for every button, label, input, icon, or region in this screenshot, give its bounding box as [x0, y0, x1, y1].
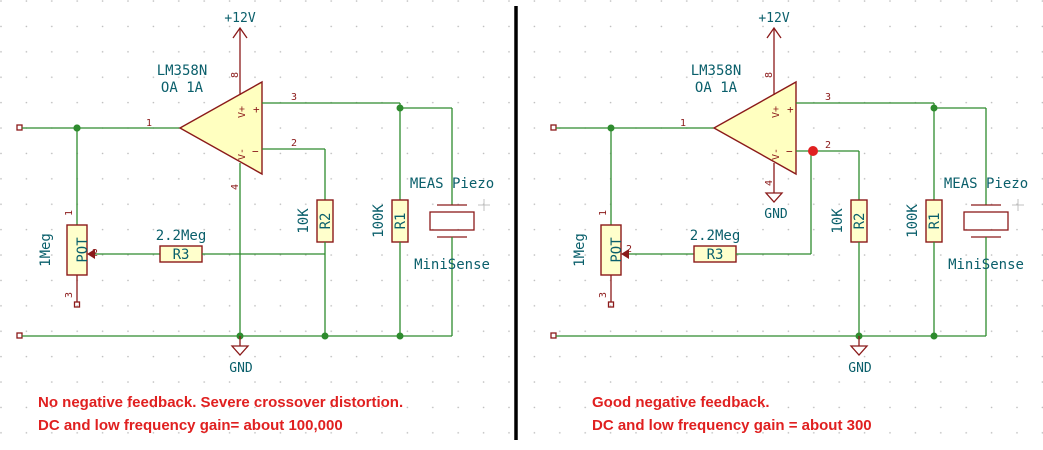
right-r2: R2 10K [830, 151, 868, 336]
right-opamp: LM358N OA 1A V+ V- + − 1 2 3 4 8 [680, 28, 934, 193]
left-r3-ref: R3 [173, 247, 190, 263]
left-opamp-unit: OA 1A [161, 80, 204, 96]
right-opamp-plus-sign: + [787, 103, 794, 116]
left-r1: R1 100K [371, 103, 409, 336]
right-piezo-crystal [963, 211, 1009, 231]
right-opamp-vplus: V+ [771, 106, 782, 118]
right-opamp-pin8: 8 [764, 72, 775, 78]
right-opamp-unit: OA 1A [695, 80, 738, 96]
right-opamp-body [712, 80, 797, 176]
right-pot-wiper-arrow [621, 249, 629, 259]
left-gnd-label: GND [229, 361, 253, 376]
left-piezo-ref: MEAS Piezo [410, 176, 494, 192]
left-r3: R3 2.2Meg [156, 228, 325, 263]
right-opamp-pin4: 4 [764, 180, 775, 186]
left-opamp-body [178, 80, 263, 176]
left-pot-pin3: 3 [64, 292, 75, 298]
left-power-label: +12V [224, 11, 255, 26]
left-opamp-pin1: 1 [146, 118, 152, 129]
right-opamp-pin2: 2 [825, 140, 831, 151]
right-opamp-vminus: V- [771, 148, 782, 160]
right-caption-line2: DC and low frequency gain = about 300 [592, 417, 872, 434]
left-opamp: LM358N OA 1A V+ V- + − 1 2 3 4 8 [146, 28, 400, 336]
left-opamp-pin4: 4 [230, 184, 241, 190]
left-r2-ref: R2 [318, 213, 334, 230]
right-r3-ref: R3 [707, 247, 724, 263]
left-power-symbol: +12V [224, 11, 256, 39]
right-piezo-ref: MEAS Piezo [944, 176, 1028, 192]
left-opamp-pin8: 8 [230, 72, 241, 78]
right-pot-pin3: 3 [598, 292, 609, 298]
left-caption-line2: DC and low frequency gain= about 100,000 [38, 417, 343, 434]
left-pot-pin2: 2 [92, 248, 98, 259]
left-piezo-crystal [429, 211, 475, 231]
right-circuit: POT 1Meg 1 2 3 R3 2.2Meg LM358N OA 1A V+… [550, 11, 1028, 434]
right-opamp-part: LM358N [691, 63, 742, 79]
right-opamp-pin3: 3 [825, 92, 831, 103]
right-pot-value: 1Meg [572, 233, 588, 267]
left-opamp-part: LM358N [157, 63, 208, 79]
right-r2-value: 10K [830, 208, 846, 234]
left-opamp-minus-sign: − [252, 145, 259, 158]
right-gnd-label: GND [848, 361, 872, 376]
left-caption-line1: No negative feedback. Severe crossover d… [38, 394, 403, 411]
left-pot: POT 1Meg 1 2 3 [38, 210, 160, 308]
left-pot-wiper-arrow [87, 249, 95, 259]
left-piezo-value: MiniSense [414, 257, 490, 273]
right-gnd-symbol: GND [848, 336, 872, 376]
left-r1-value: 100K [371, 204, 387, 238]
left-pot-ref: POT [75, 237, 91, 263]
right-opamp-pin1: 1 [680, 118, 686, 129]
right-caption-line1: Good negative feedback. [592, 394, 770, 411]
right-pot-pin1: 1 [598, 210, 609, 216]
right-pot-terminal [607, 301, 615, 308]
left-power-arrow [232, 26, 248, 39]
right-power-symbol: +12V [758, 11, 790, 39]
right-piezo: MEAS Piezo MiniSense [934, 107, 1028, 336]
right-r1-ref: R1 [927, 213, 943, 230]
left-pot-value: 1Meg [38, 233, 54, 267]
right-probe-marker [808, 146, 818, 156]
right-pot-ref: POT [609, 237, 625, 263]
right-r3: R3 2.2Meg [690, 152, 812, 263]
right-pot: POT 1Meg 1 2 3 [572, 210, 694, 308]
right-power-arrow [766, 26, 782, 39]
left-opamp-plus-sign: + [253, 103, 260, 116]
left-pot-terminal [73, 301, 81, 308]
right-pot-pin2: 2 [626, 244, 632, 255]
left-r1-ref: R1 [393, 213, 409, 230]
left-opamp-vplus: V+ [237, 106, 248, 118]
right-opamp-gnd-label: GND [764, 207, 788, 222]
right-piezo-value: MiniSense [948, 257, 1024, 273]
left-junction-gnd-r2 [321, 332, 329, 340]
left-opamp-pin3: 3 [291, 92, 297, 103]
right-r3-value: 2.2Meg [690, 228, 741, 244]
right-r1-value: 100K [905, 204, 921, 238]
right-opamp-minus-sign: − [786, 145, 793, 158]
left-r3-value: 2.2Meg [156, 228, 207, 244]
left-r2: R2 10K [296, 149, 334, 336]
left-r2-value: 10K [296, 208, 312, 234]
right-r1: R1 100K [905, 103, 943, 336]
left-gnd-symbol: GND [229, 336, 253, 376]
right-opamp-gnd-symbol: GND [764, 192, 788, 222]
right-power-label: +12V [758, 11, 789, 26]
left-circuit: POT 1Meg 1 2 3 R3 2.2Meg LM358N OA 1A V+… [16, 11, 494, 434]
left-pot-pin1: 1 [64, 210, 75, 216]
left-piezo: MEAS Piezo MiniSense [400, 107, 494, 336]
left-opamp-vminus: V- [237, 148, 248, 160]
left-opamp-pin2: 2 [291, 138, 297, 149]
right-r2-ref: R2 [852, 213, 868, 230]
